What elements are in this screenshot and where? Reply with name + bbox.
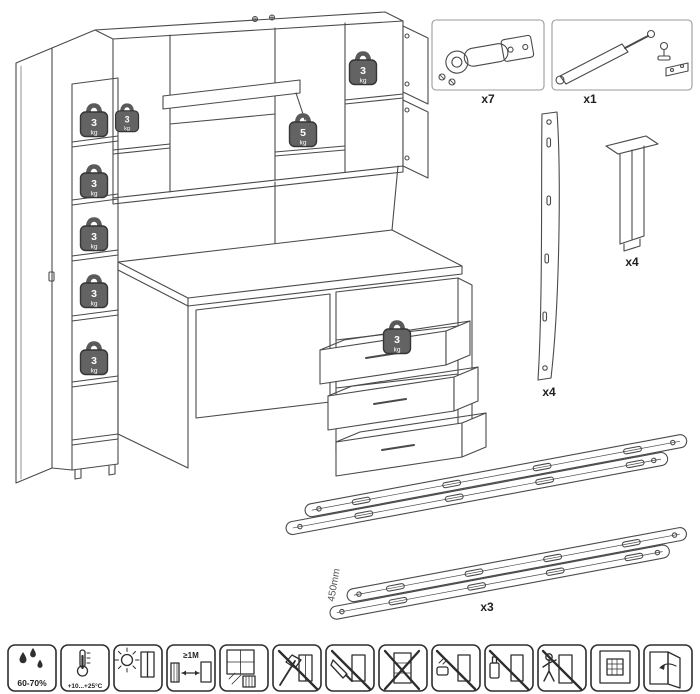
svg-text:kg: kg (91, 191, 98, 198)
svg-text:3: 3 (91, 355, 97, 367)
weight-badges: 3 kg 3 kg 3 kg 3 kg 3 kg 3 kg (81, 54, 411, 375)
svg-text:kg: kg (91, 368, 98, 375)
weight-badge: 3 kg (114, 103, 140, 133)
no-axe-icon (272, 644, 322, 692)
distance-label: ≥1M (183, 651, 199, 660)
weight-badge: 3 kg (81, 220, 108, 251)
gas-lift-strut-icon (551, 19, 693, 91)
svg-text:kg: kg (124, 126, 130, 132)
interior-storage-icon (590, 644, 640, 692)
no-scratching-icon (378, 644, 428, 692)
svg-text:kg: kg (394, 347, 401, 354)
cabinet-hinge-icon (431, 19, 545, 91)
wardrobe-handle (48, 271, 55, 282)
hutch-cabinet (94, 11, 429, 244)
weight-badge: 3 kg (350, 54, 377, 85)
weight-unit: kg (91, 130, 98, 137)
leg-count-label: x4 (625, 255, 639, 269)
svg-text:3: 3 (360, 65, 366, 77)
drawer-2 (327, 366, 479, 431)
no-solvents-icon (484, 644, 534, 692)
svg-text:kg: kg (91, 244, 98, 251)
gas-lift-count-label: x1 (583, 92, 597, 106)
weight-badge-5kg: 5 kg (290, 116, 317, 147)
hinge-count-label: x7 (481, 92, 495, 106)
heat-distance-icon: ≥1M (166, 644, 216, 692)
svg-text:5: 5 (300, 127, 306, 139)
door-adjustment-icon (643, 644, 693, 692)
no-direct-sunlight-icon (113, 644, 163, 692)
no-abrasive-cleaning-icon (431, 644, 481, 692)
wardrobe-door-panel (15, 29, 96, 484)
weight-value: 3 (91, 117, 97, 129)
ventilation-window-icon (219, 644, 269, 692)
svg-text:kg: kg (91, 301, 98, 308)
slide-length-label: 450mm (326, 568, 343, 603)
svg-text:3: 3 (91, 178, 97, 190)
weight-badge: 3 kg (384, 323, 411, 354)
humidity-icon: 60-70% (7, 644, 57, 692)
weight-badge: 3 kg (81, 277, 108, 308)
drawer-slide-icon (285, 434, 688, 620)
svg-text:3: 3 (394, 334, 400, 346)
weight-badge: 3 kg (81, 167, 108, 198)
slide-assembly-lower (329, 527, 687, 620)
svg-text:kg: kg (360, 78, 367, 85)
temperature-label: +10...+25°C (68, 682, 103, 690)
square-leg-icon (605, 135, 659, 252)
drawer-1 (319, 320, 471, 385)
no-climbing-icon (537, 644, 587, 692)
weight-badge: 3 kg (81, 344, 108, 375)
metal-back-strip-icon (537, 111, 560, 381)
weight-badge: 3 kg (81, 106, 108, 137)
svg-text:kg: kg (300, 140, 307, 147)
strip-count-label: x4 (542, 385, 556, 399)
svg-text:3: 3 (125, 115, 130, 125)
svg-text:3: 3 (91, 231, 97, 243)
slide-count-label: x3 (480, 600, 494, 614)
svg-text:3: 3 (91, 288, 97, 300)
temperature-icon: +10...+25°C (60, 644, 110, 692)
no-sharp-tools-icon (325, 644, 375, 692)
humidity-label: 60-70% (17, 678, 47, 688)
drawer-3 (335, 412, 487, 477)
flip-up-flap (162, 79, 301, 110)
slide-assembly-upper (285, 434, 688, 536)
